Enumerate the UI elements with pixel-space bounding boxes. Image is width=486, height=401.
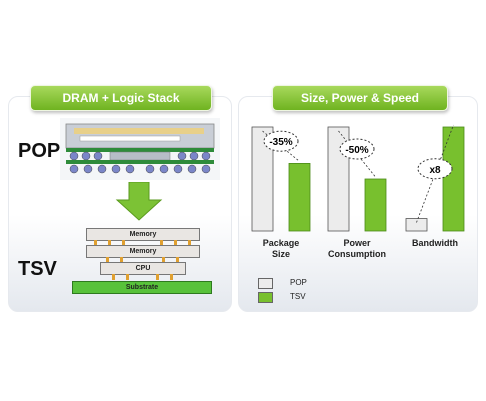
pop-label: POP xyxy=(18,140,61,162)
tsv-label: TSV xyxy=(18,258,57,280)
legend-label-tsv: TSV xyxy=(290,292,306,301)
down-arrow-icon xyxy=(115,182,163,221)
annotation-bubble-2 xyxy=(417,158,453,180)
annotation-bubble-1 xyxy=(339,138,375,160)
category-label-1-1: Consumption xyxy=(328,249,386,259)
substrate-layer: Substrate xyxy=(72,281,212,294)
pop-package-illustration xyxy=(60,118,220,180)
right-panel-title: Size, Power & Speed xyxy=(272,85,448,111)
category-label-0-1: Size xyxy=(272,249,290,259)
category-label-2-0: Bandwidth xyxy=(412,238,458,248)
legend-label-pop: POP xyxy=(290,278,307,287)
category-label-0-0: Package xyxy=(263,238,300,248)
cpu-layer: CPU xyxy=(100,262,186,275)
annotation-text-2: x8 xyxy=(429,165,441,176)
memory-layer-top: Memory xyxy=(86,228,200,241)
bar-tsv-1 xyxy=(364,178,387,232)
bar-tsv-2 xyxy=(442,126,465,232)
legend-swatch-pop xyxy=(258,278,273,289)
bar-pop-2 xyxy=(405,218,428,232)
category-label-1-0: Power xyxy=(343,238,371,248)
left-panel-title: DRAM + Logic Stack xyxy=(30,85,212,111)
annotation-bubble-0 xyxy=(263,130,299,152)
tsv-stack: Memory Memory CPU Substrate xyxy=(72,228,212,298)
tsv-vias xyxy=(94,240,191,280)
bar-tsv-0 xyxy=(288,163,311,232)
annotation-text-0: -35% xyxy=(269,137,292,148)
annotation-text-1: -50% xyxy=(345,145,368,156)
legend-swatch-tsv xyxy=(258,292,273,303)
bar-pop-0 xyxy=(251,126,274,232)
memory-layer-mid: Memory xyxy=(86,245,200,258)
